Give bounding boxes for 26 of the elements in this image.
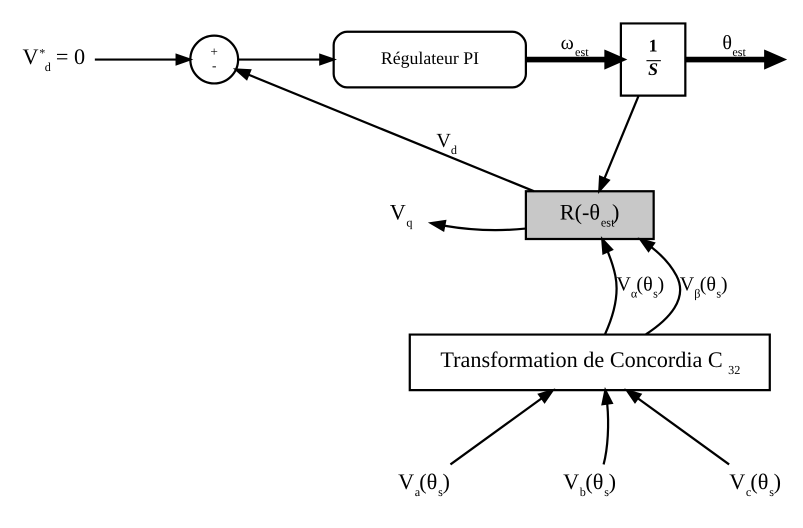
node-box: Transformation de Concordia C $_{32}$ — [408, 333, 770, 392]
node-text: V$_{q}$ — [389, 200, 412, 230]
node-box: R(-θ$_{est}$) — [524, 190, 654, 240]
arrow — [526, 49, 627, 70]
edge-label: ω$_{est}$ — [560, 32, 588, 59]
node-box: 1 S — [619, 22, 686, 97]
node-text: V$^{*}$$_{d}$ = 0 — [22, 44, 85, 74]
node-box: Régulateur PI — [332, 30, 526, 88]
node-text: V$_{a}$(θ$_{s}$) — [398, 469, 450, 499]
node-text: V$_{b}$(θ$_{s}$) — [562, 469, 616, 499]
edge-label: θ$_{est}$ — [722, 32, 746, 59]
arrow — [427, 220, 526, 232]
arrow — [238, 53, 336, 66]
arrow — [598, 95, 640, 194]
node-text: V$_{c}$(θ$_{s}$) — [728, 469, 781, 499]
arrow — [637, 237, 681, 336]
arrow — [684, 49, 787, 70]
arrow — [600, 387, 613, 465]
arrow — [624, 388, 730, 466]
arrow — [449, 388, 555, 466]
edge-label: V$_{d}$ — [436, 130, 456, 158]
arrow — [94, 53, 193, 66]
arrow — [600, 236, 618, 335]
node-circle: + - — [188, 34, 239, 85]
edge-label: V$_{β}$(θ$_{s}$) — [679, 274, 728, 301]
arrow — [232, 68, 534, 192]
